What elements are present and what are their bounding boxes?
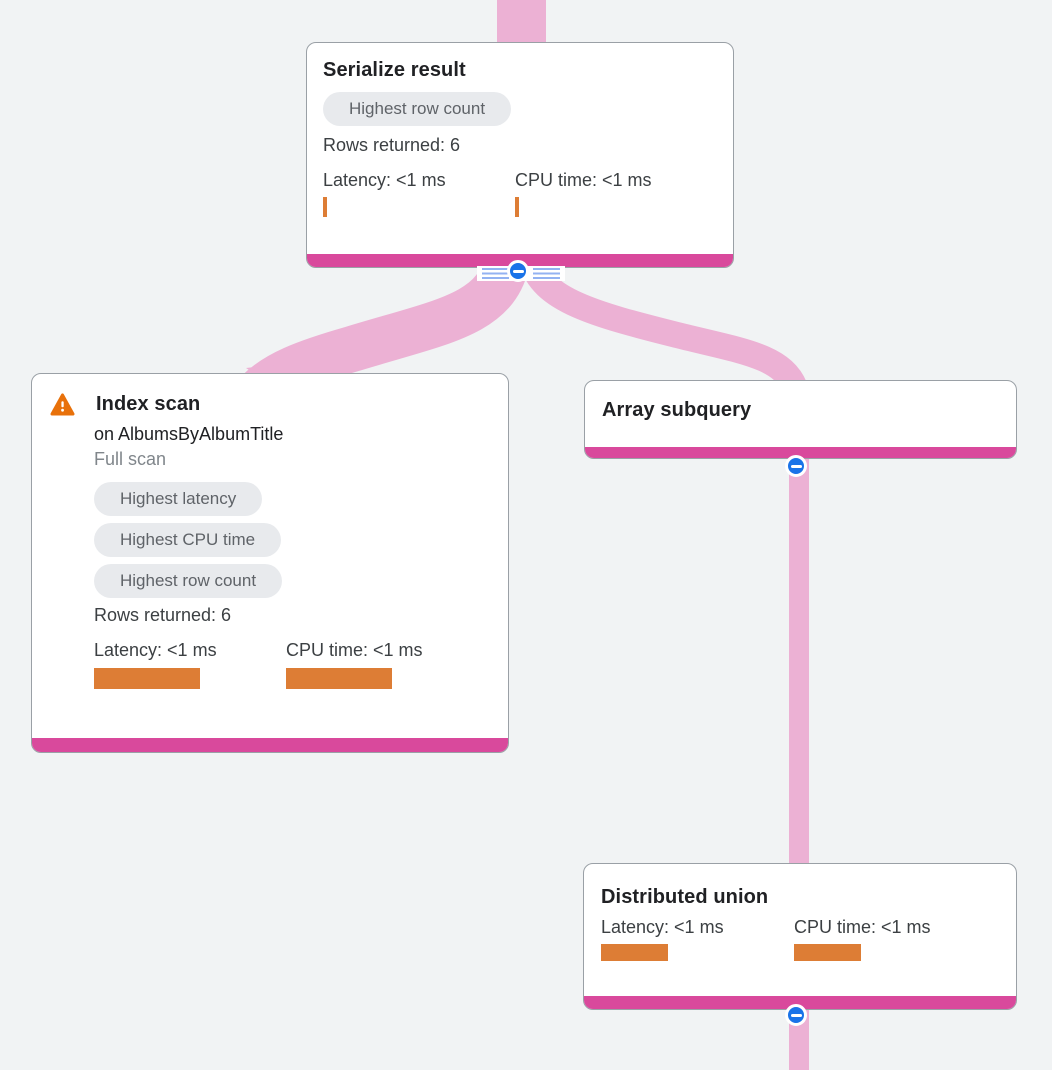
node-title: Distributed union [601,886,769,908]
collapse-button-serialize-result[interactable] [507,260,529,282]
cpu-time-bar [794,944,861,961]
rail-lines-right [533,268,560,279]
badge-highest-latency: Highest latency [94,482,263,516]
rows-returned-label: Rows returned: 6 [323,135,461,155]
latency-bar [94,668,200,689]
cpu-time-metric: CPU time: <1 ms [515,170,717,217]
latency-metric: Latency: <1 ms [601,917,794,961]
node-accent-strip [584,996,1016,1009]
node-title: Index scan [96,393,201,415]
cpu-time-metric: CPU time: <1 ms [286,640,490,689]
node-title: Serialize result [323,59,466,81]
node-index-scan[interactable]: Index scan on AlbumsByAlbumTitle Full sc… [31,373,509,753]
index-name-label: on AlbumsByAlbumTitle [94,424,284,444]
flow-serialize-to-array-subquery [519,256,808,394]
node-accent-strip [585,447,1016,458]
badge-stack: Highest latency Highest CPU time Highest… [94,482,490,598]
node-distributed-union[interactable]: Distributed union Latency: <1 ms CPU tim… [583,863,1017,1010]
latency-metric: Latency: <1 ms [94,640,286,689]
node-accent-strip [32,738,508,752]
warning-icon [50,393,75,416]
collapse-button-array-subquery[interactable] [785,455,807,477]
node-title: Array subquery [602,399,752,421]
badge-highest-cpu-time: Highest CPU time [94,523,282,557]
node-serialize-result[interactable]: Serialize result Highest row count Rows … [306,42,734,268]
metrics: Latency: <1 ms CPU time: <1 ms [601,917,999,961]
badge-highest-row-count: Highest row count [323,92,512,126]
scan-type-label: Full scan [94,449,167,469]
flow-array-to-distributed [789,455,809,867]
flow-top-band [497,0,546,50]
metrics: Latency: <1 ms CPU time: <1 ms [323,170,717,217]
latency-bar [323,197,327,217]
collapse-button-distributed-union[interactable] [785,1004,807,1026]
cpu-time-bar [515,197,519,217]
cpu-time-bar [286,668,392,689]
metrics: Latency: <1 ms CPU time: <1 ms [94,640,490,689]
node-array-subquery[interactable]: Array subquery [584,380,1017,459]
latency-bar [601,944,668,961]
cpu-time-metric: CPU time: <1 ms [794,917,999,961]
badge-highest-row-count: Highest row count [94,564,283,598]
rows-returned-label: Rows returned: 6 [94,605,232,625]
latency-metric: Latency: <1 ms [323,170,515,217]
rail-lines-left [482,268,509,279]
